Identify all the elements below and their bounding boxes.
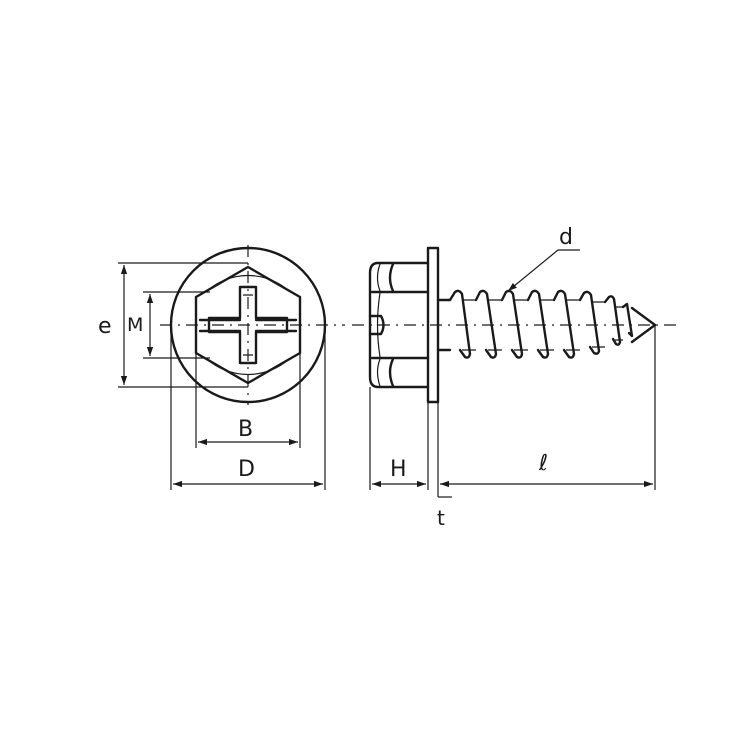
- hex-head-side: [368, 261, 430, 389]
- label-d-flange: D: [238, 457, 255, 482]
- side-view: [352, 246, 682, 404]
- dimension-b: B: [195, 353, 301, 448]
- phillips-cross: [207, 285, 289, 365]
- dimension-d-flange: D: [170, 325, 326, 490]
- dimension-h: H: [369, 387, 429, 490]
- shank: [436, 298, 452, 352]
- chamfer-arc-top: [206, 274, 290, 292]
- label-b: B: [238, 417, 253, 442]
- thread-roots: [462, 299, 623, 351]
- label-d-thread: d: [559, 225, 573, 250]
- dimension-m: M: [127, 291, 210, 359]
- head-slot: [368, 314, 385, 336]
- label-h: H: [390, 457, 407, 482]
- hex-chamfer-curves: [388, 262, 395, 388]
- dimension-e: e: [98, 262, 248, 388]
- label-m: M: [127, 314, 143, 336]
- slot: [198, 318, 298, 333]
- dimension-d-thread: d: [507, 225, 580, 292]
- label-length: ℓ: [538, 451, 548, 476]
- thread-crests: [448, 289, 634, 359]
- front-view: [160, 245, 345, 405]
- label-e: e: [98, 314, 112, 339]
- chamfer-arc-bottom: [206, 358, 290, 376]
- dimension-t: t: [437, 402, 452, 530]
- dimension-length: ℓ: [440, 325, 656, 490]
- flange: [426, 246, 440, 404]
- hex-edges: [370, 290, 430, 360]
- label-t: t: [437, 506, 445, 530]
- hex-chamfer-lines: [376, 263, 381, 387]
- cross-detail: [243, 294, 253, 356]
